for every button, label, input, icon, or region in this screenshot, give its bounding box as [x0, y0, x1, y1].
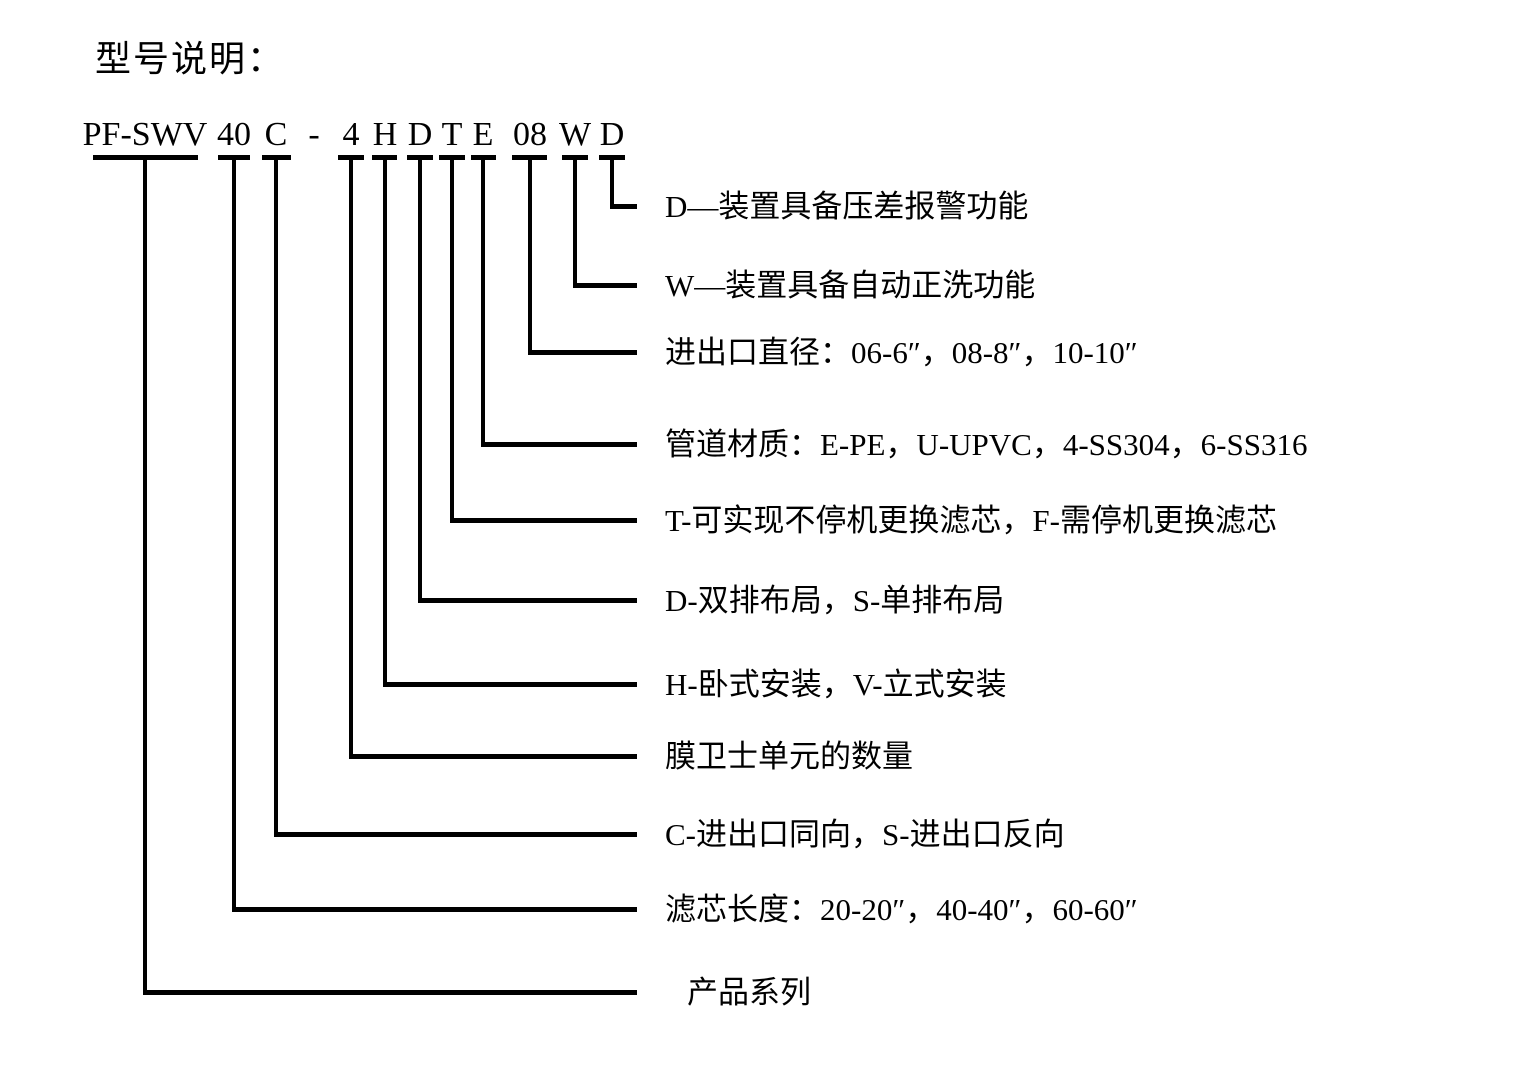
connector-line-vertical — [232, 160, 236, 912]
model-code-segment: C — [264, 116, 288, 153]
connector-line-horizontal — [450, 518, 637, 523]
segment-underline — [93, 155, 198, 160]
segment-description: C-进出口同向，S-进出口反向 — [665, 817, 1065, 852]
model-code-segment: D — [407, 116, 433, 153]
connector-line-horizontal — [610, 204, 637, 209]
connector-line-horizontal — [418, 598, 637, 603]
segment-underline — [407, 155, 433, 160]
connector-line-horizontal — [349, 754, 637, 759]
segment-underline — [262, 155, 291, 160]
connector-line-horizontal — [232, 907, 637, 912]
segment-description: 产品系列 — [687, 975, 811, 1010]
segment-underline — [471, 155, 496, 160]
connector-line-vertical — [610, 160, 614, 209]
segment-underline — [599, 155, 625, 160]
segment-underline — [512, 155, 547, 160]
page-title: 型号说明： — [95, 39, 286, 79]
segment-description: H-卧式安装，V-立式安装 — [665, 667, 1007, 702]
model-code-separator: - — [308, 116, 320, 153]
connector-line-horizontal — [143, 990, 637, 995]
connector-line-vertical — [528, 160, 532, 355]
connector-line-vertical — [349, 160, 353, 759]
segment-underline — [338, 155, 364, 160]
model-code-segment: 08 — [513, 116, 547, 153]
connector-line-vertical — [383, 160, 387, 687]
model-code-segment: E — [472, 116, 494, 153]
segment-description: 滤芯长度：20-20″，40-40″，60-60″ — [665, 892, 1138, 927]
connector-line-horizontal — [528, 350, 637, 355]
segment-underline — [439, 155, 465, 160]
segment-description: 进出口直径：06-6″，08-8″，10-10″ — [665, 335, 1138, 370]
connector-line-horizontal — [274, 832, 637, 837]
segment-description: T-可实现不停机更换滤芯，F-需停机更换滤芯 — [665, 503, 1277, 538]
segment-description: D-双排布局，S-单排布局 — [665, 583, 1005, 618]
model-code-segment: H — [372, 116, 398, 153]
connector-line-horizontal — [383, 682, 637, 687]
segment-description: 管道材质：E-PE，U-UPVC，4-SS304，6-SS316 — [665, 427, 1308, 462]
model-code-segment: D — [599, 116, 625, 153]
segment-underline — [562, 155, 588, 160]
model-code-segment: W — [558, 116, 592, 153]
model-code-segment: T — [441, 116, 463, 153]
segment-description: 膜卫士单元的数量 — [665, 739, 913, 774]
connector-line-vertical — [481, 160, 485, 447]
model-code-segment: PF-SWV — [82, 116, 208, 153]
segment-underline — [372, 155, 397, 160]
model-code-segment: 4 — [342, 116, 360, 153]
segment-description: D—装置具备压差报警功能 — [665, 189, 1029, 224]
connector-line-vertical — [418, 160, 422, 603]
connector-line-vertical — [450, 160, 454, 523]
model-code-segment: 40 — [217, 116, 251, 153]
connector-line-vertical — [143, 160, 147, 995]
segment-underline — [218, 155, 250, 160]
connector-line-vertical — [573, 160, 577, 288]
segment-description: W—装置具备自动正洗功能 — [665, 268, 1036, 303]
connector-line-horizontal — [481, 442, 637, 447]
connector-line-horizontal — [573, 283, 637, 288]
connector-line-vertical — [274, 160, 278, 837]
